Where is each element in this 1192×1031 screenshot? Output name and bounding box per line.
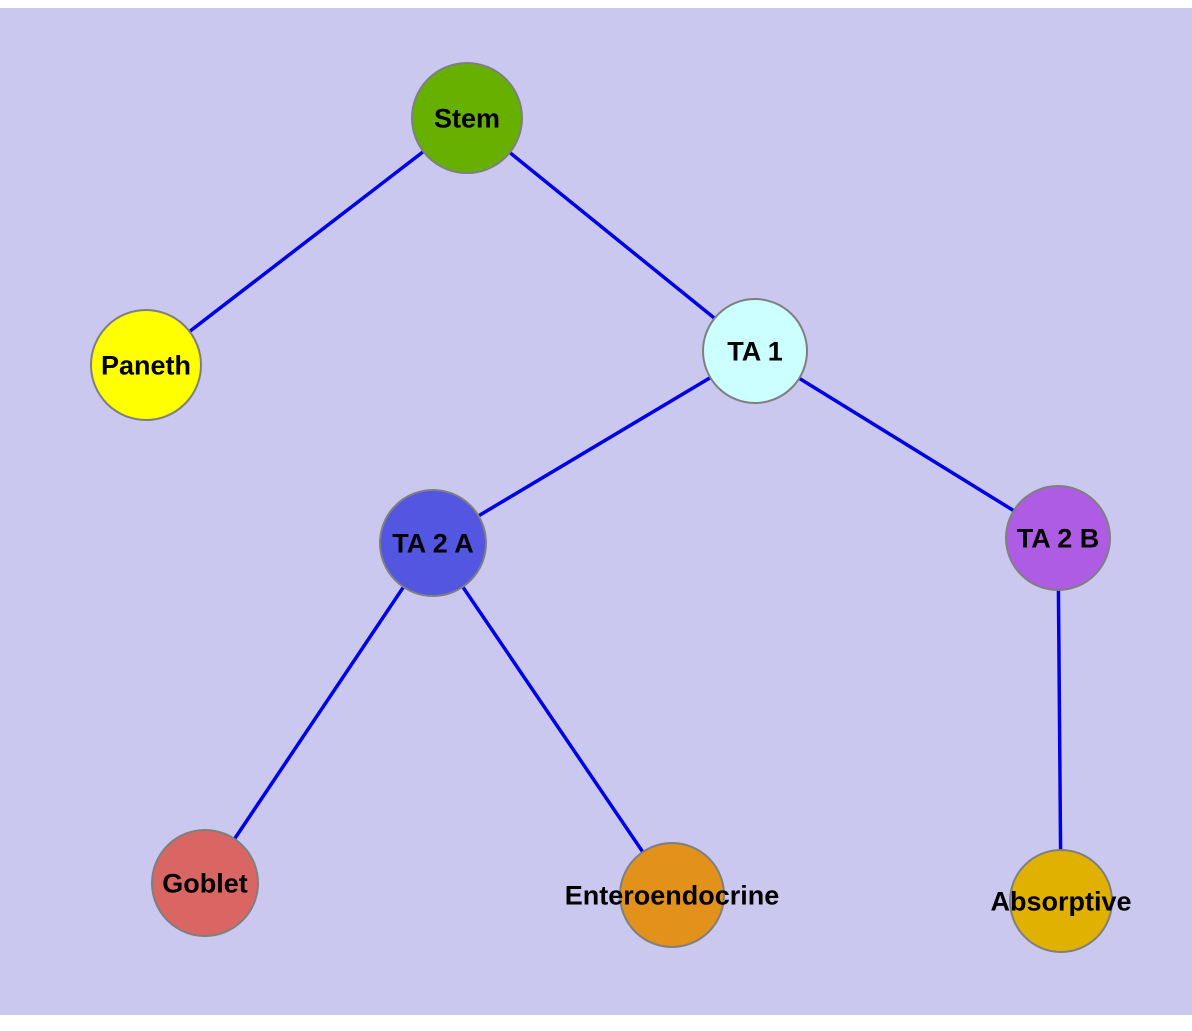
node-label-stem: Stem [434,104,500,134]
node-label-ta2b: TA 2 B [1017,524,1100,554]
node-goblet[interactable] [151,829,259,937]
node-ta1[interactable] [702,298,808,404]
node-label-ta2a: TA 2 A [392,529,474,559]
node-label-paneth: Paneth [101,351,191,381]
edge-ta2a-goblet [203,542,435,884]
node-label-enteroendocrine: Enteroendocrine [565,881,780,911]
nodes-layer [90,62,1113,953]
node-label-goblet: Goblet [162,869,248,899]
edge-stem-ta1 [465,116,757,353]
edge-ta2b-absorptive [1056,537,1063,902]
node-label-ta1: TA 1 [727,337,783,367]
edge-ta1-ta2b [754,349,1059,540]
edges-layer [144,116,1063,902]
node-ta2a[interactable] [379,489,487,597]
node-enteroendocrine[interactable] [619,842,725,948]
edge-ta1-ta2a [432,349,756,545]
node-stem[interactable] [411,62,523,174]
edge-ta2a-enteroendocrine [431,542,674,896]
node-ta2b[interactable] [1005,485,1111,591]
node-paneth[interactable] [90,309,202,421]
node-label-absorptive: Absorptive [990,887,1131,917]
node-absorptive[interactable] [1009,849,1113,953]
edge-stem-paneth [144,116,469,367]
